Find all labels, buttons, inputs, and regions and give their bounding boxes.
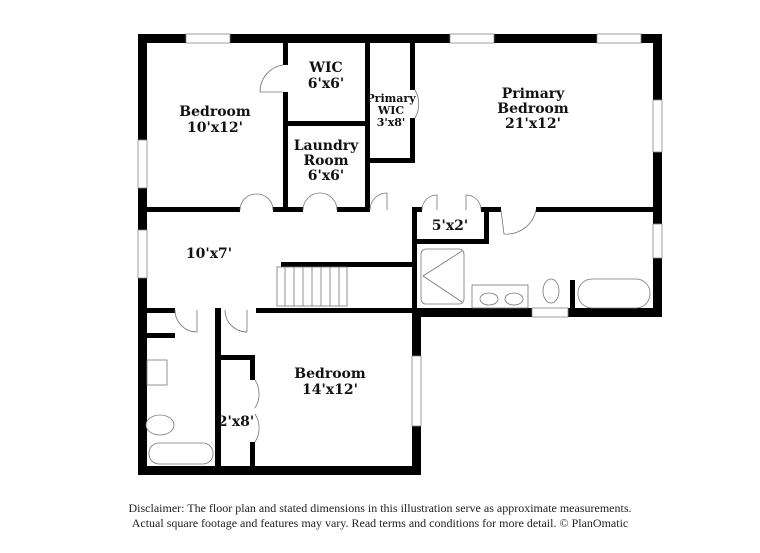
room-labels: Bedroom 10'x12' WIC 6'x6' Primary WIC 3'… (179, 60, 569, 430)
room-bedroom-2-dims: 14'x12' (302, 382, 358, 398)
room-wic-dims: 6'x6' (308, 76, 344, 92)
room-bedroom-1-dims: 10'x12' (187, 120, 243, 136)
room-primary-wic-dims: 3'x8' (377, 116, 406, 129)
room-primary-bedroom-dims: 21'x12' (505, 116, 561, 132)
room-primary-wic-line2: WIC (377, 104, 404, 117)
room-primary-bedroom-line2: Bedroom (497, 101, 569, 117)
room-hall-dims: 10'x7' (186, 246, 232, 262)
doors (174, 64, 537, 443)
room-wic-name: WIC (308, 60, 342, 76)
room-laundry-line2: Room (303, 153, 348, 169)
room-bedroom-1-name: Bedroom (179, 104, 251, 120)
room-bedroom-2-name: Bedroom (294, 366, 366, 382)
room-primary-bedroom-line1: Primary (502, 86, 565, 102)
bath-fixtures (145, 248, 651, 465)
room-laundry-dims: 6'x6' (308, 168, 344, 184)
room-primary-wic-line1: Primary (366, 92, 416, 105)
disclaimer-line-1: Disclaimer: The floor plan and stated di… (128, 501, 632, 515)
disclaimer-line-2: Actual square footage and features may v… (131, 516, 629, 530)
room-closet-5x2-dims: 5'x2' (432, 218, 468, 234)
windows (137, 33, 663, 427)
room-laundry-line1: Laundry (294, 138, 359, 154)
room-closet-2x8-dims: 2'x8' (218, 414, 254, 430)
stairs (276, 266, 348, 307)
